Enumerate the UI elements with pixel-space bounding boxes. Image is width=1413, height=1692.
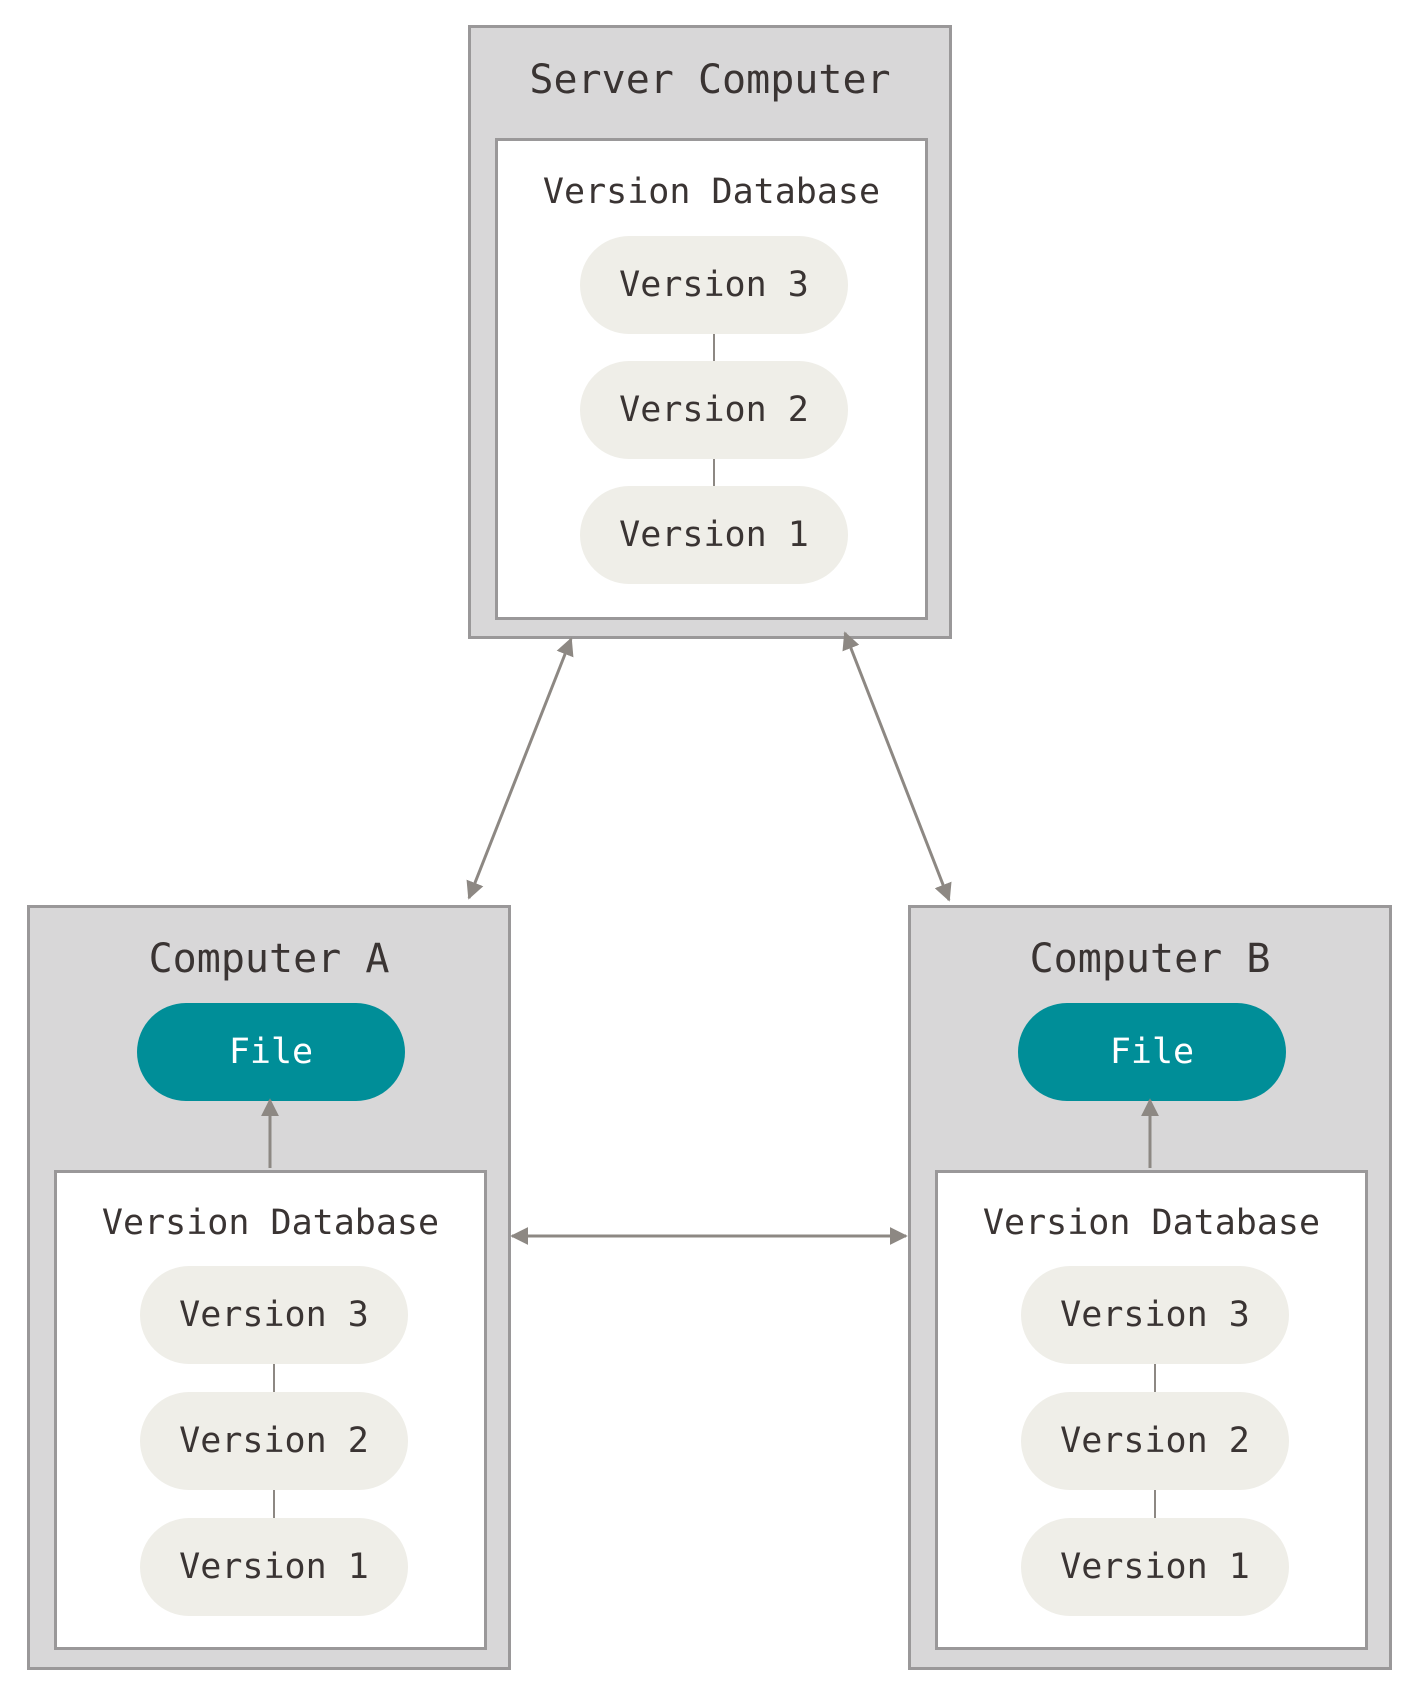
server-version-1: Version 1 <box>580 486 848 584</box>
server-connector-3-2 <box>713 334 715 361</box>
server-connector-2-1 <box>713 459 715 486</box>
computer-b-version-database-title: Version Database <box>982 1203 1321 1243</box>
arrow-server-computer-a <box>466 637 574 900</box>
computer-b-version-1: Version 1 <box>1021 1518 1289 1616</box>
server-computer-title: Server Computer <box>529 57 891 103</box>
computer-b-connector-2-1 <box>1154 1490 1156 1518</box>
computer-b-version-database: Version Database Version 3 Version 2 Ver… <box>935 1170 1368 1650</box>
computer-a-version-database: Version Database Version 3 Version 2 Ver… <box>54 1170 487 1650</box>
server-version-database-title: Version Database <box>542 172 881 212</box>
server-computer: Server Computer Version Database Version… <box>468 25 952 639</box>
computer-a-connector-2-1 <box>273 1490 275 1518</box>
server-version-database: Version Database Version 3 Version 2 Ver… <box>495 138 928 620</box>
computer-b-version-2: Version 2 <box>1021 1392 1289 1490</box>
computer-b-title: Computer B <box>1029 936 1271 982</box>
server-version-3: Version 3 <box>580 236 848 334</box>
server-version-2: Version 2 <box>580 361 848 459</box>
computer-a-file: File <box>137 1003 405 1101</box>
computer-a-version-1: Version 1 <box>140 1518 408 1616</box>
computer-a: Computer A File Version Database Version… <box>27 905 511 1670</box>
computer-b-file: File <box>1018 1003 1286 1101</box>
computer-a-version-2: Version 2 <box>140 1392 408 1490</box>
computer-b-connector-3-2 <box>1154 1364 1156 1392</box>
computer-b: Computer B File Version Database Version… <box>908 905 1392 1670</box>
computer-a-version-3: Version 3 <box>140 1266 408 1364</box>
computer-a-title: Computer A <box>148 936 390 982</box>
computer-b-version-3: Version 3 <box>1021 1266 1289 1364</box>
computer-a-version-database-title: Version Database <box>101 1203 440 1243</box>
computer-a-connector-3-2 <box>273 1364 275 1392</box>
arrow-server-computer-b <box>842 631 952 902</box>
